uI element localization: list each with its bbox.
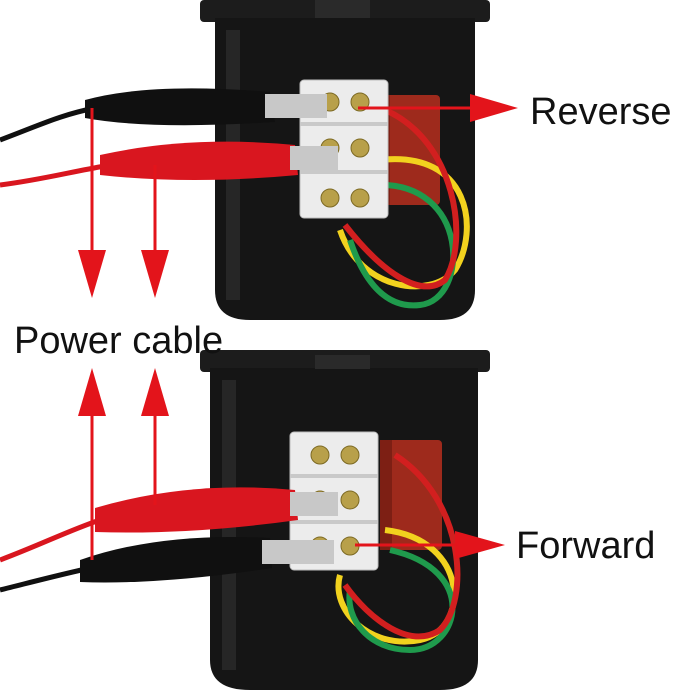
bottom-motor-shaft-boss	[315, 355, 370, 369]
bottom-motor	[0, 350, 490, 690]
top-red-cable	[0, 163, 106, 188]
power-arrow-bottom-left	[78, 368, 106, 560]
screw-icon	[310, 445, 330, 465]
power-arrow-top-right	[141, 165, 169, 298]
top-motor	[0, 0, 490, 320]
bottom-black-clip-jaw	[262, 540, 334, 564]
reverse-arrow	[358, 94, 518, 122]
bottom-red-clip	[95, 487, 298, 533]
bottom-capacitor-shade	[380, 440, 392, 550]
reverse-label: Reverse	[530, 91, 672, 133]
top-red-clip-jaw	[290, 146, 338, 170]
annotation-arrows	[78, 94, 518, 560]
power-arrow-bottom-right	[141, 368, 169, 505]
bottom-black-clip	[80, 536, 272, 583]
screw-icon	[350, 188, 370, 208]
power-arrow-top-left	[78, 108, 106, 298]
top-capacitor	[378, 95, 440, 205]
bottom-capacitor	[380, 440, 442, 550]
top-wire-green	[347, 181, 457, 309]
top-black-cable	[0, 105, 96, 143]
screw-icon	[350, 138, 370, 158]
power-cable-label: Power cable	[14, 320, 224, 362]
bottom-wire-green	[346, 547, 456, 654]
forward-arrow	[355, 531, 505, 559]
top-black-clip-jaw	[265, 94, 327, 118]
screw-icon	[340, 490, 360, 510]
screw-icon	[320, 188, 340, 208]
forward-label: Forward	[516, 525, 656, 567]
bottom-wire-red	[342, 452, 461, 640]
top-wire-yellow	[337, 156, 470, 290]
screw-icon	[340, 445, 360, 465]
top-black-clip	[85, 88, 275, 126]
bottom-red-cable	[0, 517, 101, 563]
top-motor-shaft-boss	[315, 0, 370, 18]
top-wire-red	[342, 107, 460, 290]
bottom-red-clip-jaw	[290, 492, 338, 516]
top-red-clip	[100, 141, 298, 180]
